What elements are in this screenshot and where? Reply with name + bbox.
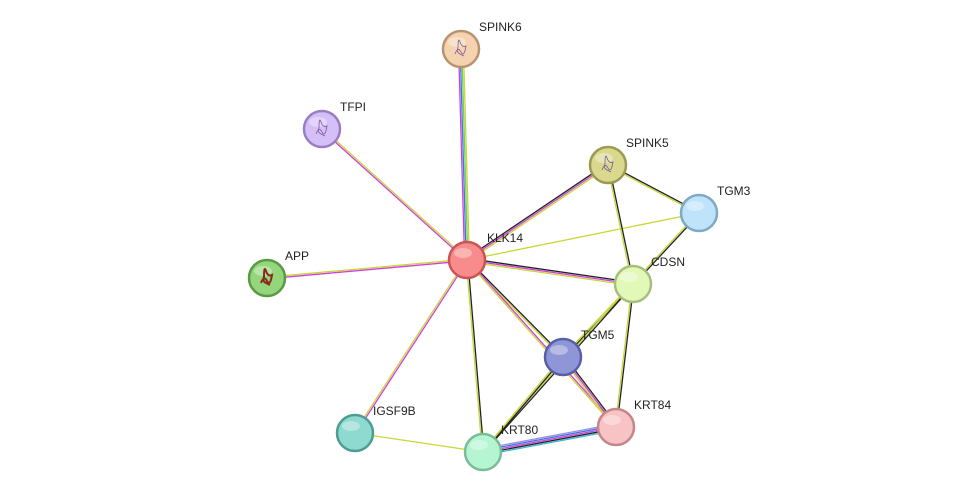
node-highlight [620,272,638,282]
edge-evidence-line [457,49,466,261]
protein-structure-icon [454,39,467,57]
edge-evidence-line [466,212,700,261]
node-tgm3[interactable]: TGM3 [679,184,751,233]
node-highlight [686,201,704,211]
node-label: SPINK6 [479,20,522,34]
node-label: TFPI [340,100,366,114]
edge-evidence-line [462,48,471,260]
node-highlight [595,153,613,163]
edge-evidence-line [467,258,565,357]
edge-evidence-line [459,49,467,261]
node-circle[interactable] [335,413,375,453]
edge-evidence-line [355,260,469,434]
node-spink5[interactable]: SPINK5 [588,136,669,185]
protein-structure-icon [601,155,614,173]
edge-evidence-line [465,260,483,453]
edge-evidence-line [481,356,563,452]
node-highlight [309,117,327,127]
node-spink6[interactable]: SPINK6 [441,20,522,69]
node-highlight [454,248,472,258]
edge-evidence-line [466,259,634,285]
node-circle[interactable] [679,193,719,233]
edge-evidence-line [465,163,608,260]
node-tfpi[interactable]: TFPI [302,100,366,149]
edge-evidence-line [482,423,616,450]
node-circle[interactable] [613,264,653,304]
edge-evidence-line [482,424,616,452]
edge-klk14-spink6 [457,48,471,261]
node-cdsn[interactable]: CDSN [613,255,685,304]
node-highlight [603,415,621,425]
edge-evidence-line [266,258,467,278]
edge-evidence-line [467,257,634,284]
edge-evidence-line [353,259,467,433]
node-igsf9b[interactable]: IGSF9B [335,404,416,453]
node-krt80[interactable]: KRT80 [463,423,538,472]
node-label: IGSF9B [373,404,416,418]
node-klk14[interactable]: KLK14 [447,231,523,280]
edge-evidence-line [321,129,467,262]
node-tgm5[interactable]: TGM5 [543,328,615,377]
edge-evidence-line [467,259,485,452]
node-label: TGM3 [717,184,751,198]
edge-evidence-line [483,427,617,455]
node-circle[interactable] [302,109,342,149]
edge-klk14-tfpi [321,127,468,262]
node-highlight [470,440,488,450]
edge-klk14-tgm3 [466,212,700,261]
node-label: CDSN [651,255,685,269]
edge-evidence-line [614,283,633,427]
node-circle[interactable] [596,407,636,447]
edge-evidence-line [267,260,468,280]
node-circle[interactable] [447,240,487,280]
node-highlight [448,37,466,47]
edge-evidence-line [465,260,616,428]
edge-evidence-line [322,127,468,260]
edge-klk14-app [266,258,468,280]
node-circle[interactable] [588,145,628,185]
node-label: KLK14 [487,231,523,245]
edge-klk14-spink5 [465,163,610,262]
node-circle[interactable] [463,432,503,472]
edge-cdsn-krt84 [614,283,635,428]
node-app[interactable]: APP [247,249,309,298]
node-highlight [550,345,568,355]
edge-evidence-line [466,164,609,261]
node-circle[interactable] [543,337,583,377]
edge-evidence-line [461,48,469,260]
edge-klk14-igsf9b [353,259,469,434]
edge-evidence-line [354,432,484,453]
edge-tgm5-krt80 [481,356,565,453]
protein-structure-icon [260,268,274,286]
edge-evidence-line [482,426,617,453]
node-label: KRT84 [634,398,671,412]
edge-evidence-line [467,165,610,262]
edge-spink5-cdsn [606,164,635,285]
node-krt84[interactable]: KRT84 [596,398,671,447]
edge-evidence-line [616,284,635,428]
edge-evidence-line [483,357,565,453]
node-highlight [342,421,360,431]
edge-evidence-line [606,165,633,285]
node-circle[interactable] [247,258,287,298]
edge-evidence-line [466,260,633,287]
protein-structure-icon [315,119,328,137]
edge-klk14-krt80 [465,259,485,453]
node-label: TGM5 [581,328,615,342]
edge-klk14-krt84 [465,259,618,428]
node-label: APP [285,249,309,263]
node-circle[interactable] [441,29,481,69]
edge-evidence-line [483,429,617,456]
node-label: SPINK5 [626,136,669,150]
edge-krt84-krt80 [482,423,617,456]
edge-klk14-cdsn [466,257,634,287]
edge-igsf9b-krt80 [354,432,484,453]
node-label: KRT80 [501,423,538,437]
edge-evidence-line [608,164,635,284]
